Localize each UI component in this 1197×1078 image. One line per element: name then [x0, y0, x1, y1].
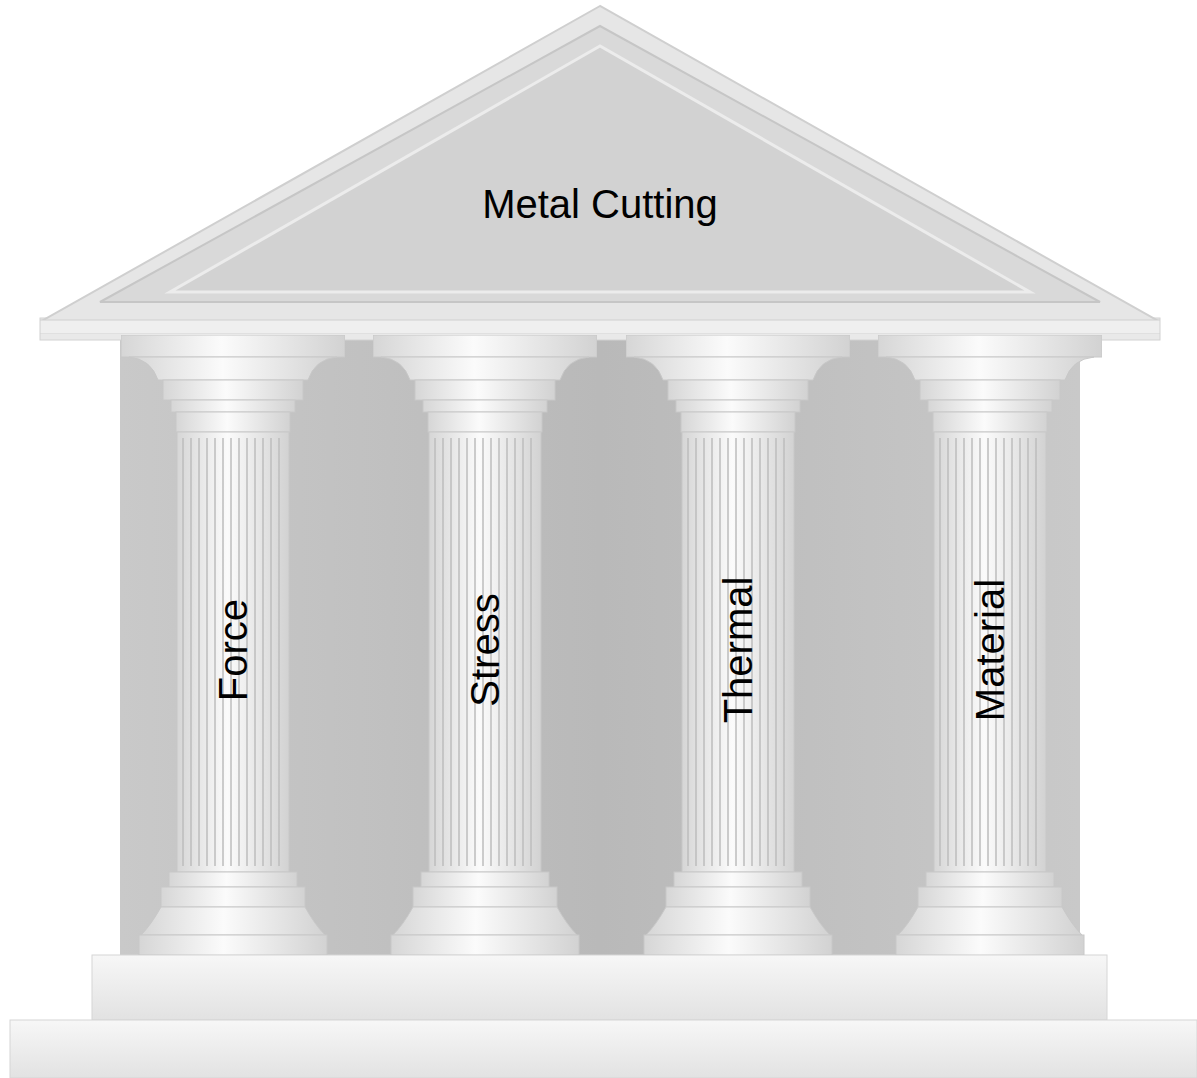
column-echinus	[668, 380, 808, 400]
column-neck	[933, 412, 1047, 432]
column-neck-ring	[423, 400, 547, 412]
column-flute	[442, 438, 444, 866]
column-capital	[381, 357, 589, 380]
column-flute	[530, 438, 532, 866]
column-label: Thermal	[718, 577, 758, 724]
column-flute	[687, 438, 689, 866]
column-base-ring	[674, 872, 802, 887]
pediment-shape	[40, 4, 1160, 334]
column-flute	[254, 438, 256, 866]
column-shaft	[177, 432, 289, 872]
column-node: Thermal	[626, 335, 850, 955]
column-shaft	[682, 432, 794, 872]
pediment-frame	[100, 26, 1100, 302]
column-base-ring	[169, 872, 297, 887]
column-flute	[767, 438, 769, 866]
column-base-flare	[898, 907, 1082, 935]
column-plinth	[139, 935, 327, 955]
column-flute	[506, 438, 508, 866]
back-wall	[120, 335, 1080, 960]
column-neck-ring	[171, 400, 295, 412]
column-node: Material	[878, 335, 1102, 955]
pediment-tympanum	[170, 46, 1030, 292]
column-flute	[783, 438, 785, 866]
column-flute	[947, 438, 949, 866]
column-flute	[198, 438, 200, 866]
column-base-torus	[161, 887, 305, 907]
column-node: Force	[121, 335, 345, 955]
column-abacus	[121, 335, 345, 357]
column-abacus	[878, 335, 1102, 357]
column-flute	[206, 438, 208, 866]
column-flute	[775, 438, 777, 866]
column-abacus	[626, 335, 850, 357]
column-flute	[514, 438, 516, 866]
column-flute	[262, 438, 264, 866]
column-neck	[428, 412, 542, 432]
column-echinus	[163, 380, 303, 400]
column-flute	[1019, 438, 1021, 866]
column-flute	[182, 438, 184, 866]
column-label: Stress	[465, 593, 505, 706]
column-flute	[434, 438, 436, 866]
column-label: Material	[970, 579, 1010, 721]
column-capital	[129, 357, 337, 380]
column-shaft	[934, 432, 1046, 872]
column-flute	[270, 438, 272, 866]
column-echinus	[415, 380, 555, 400]
column-plinth	[896, 935, 1084, 955]
column-base-flare	[393, 907, 577, 935]
column-flute	[522, 438, 524, 866]
column-flute	[450, 438, 452, 866]
pediment-outer	[40, 6, 1160, 322]
column-node: Stress	[373, 335, 597, 955]
column-base-ring	[421, 872, 549, 887]
column-echinus	[920, 380, 1060, 400]
column-flute	[759, 438, 761, 866]
pediment-title: Metal Cutting	[482, 184, 718, 224]
column-capital	[634, 357, 842, 380]
column-base-flare	[141, 907, 325, 935]
upper-step	[92, 955, 1107, 1020]
column-flute	[190, 438, 192, 866]
column-flute	[955, 438, 957, 866]
column-flute	[695, 438, 697, 866]
column-base-flare	[646, 907, 830, 935]
column-base-torus	[918, 887, 1062, 907]
column-flute	[711, 438, 713, 866]
column-plinth	[391, 935, 579, 955]
column-neck-ring	[928, 400, 1052, 412]
column-flute	[1011, 438, 1013, 866]
column-flute	[278, 438, 280, 866]
column-neck-ring	[676, 400, 800, 412]
column-shaft	[429, 432, 541, 872]
column-flute	[1035, 438, 1037, 866]
column-capital	[886, 357, 1094, 380]
column-base-ring	[926, 872, 1054, 887]
pediment-node: Metal Cutting	[40, 4, 1160, 334]
column-plinth	[644, 935, 832, 955]
column-flute	[963, 438, 965, 866]
cornice	[40, 320, 1160, 334]
column-base-torus	[413, 887, 557, 907]
column-flute	[1027, 438, 1029, 866]
column-flute	[458, 438, 460, 866]
column-neck	[681, 412, 795, 432]
column-flute	[939, 438, 941, 866]
column-base-torus	[666, 887, 810, 907]
lower-step	[10, 1020, 1197, 1078]
column-flute	[703, 438, 705, 866]
column-abacus	[373, 335, 597, 357]
column-neck	[176, 412, 290, 432]
column-label: Force	[213, 599, 253, 701]
